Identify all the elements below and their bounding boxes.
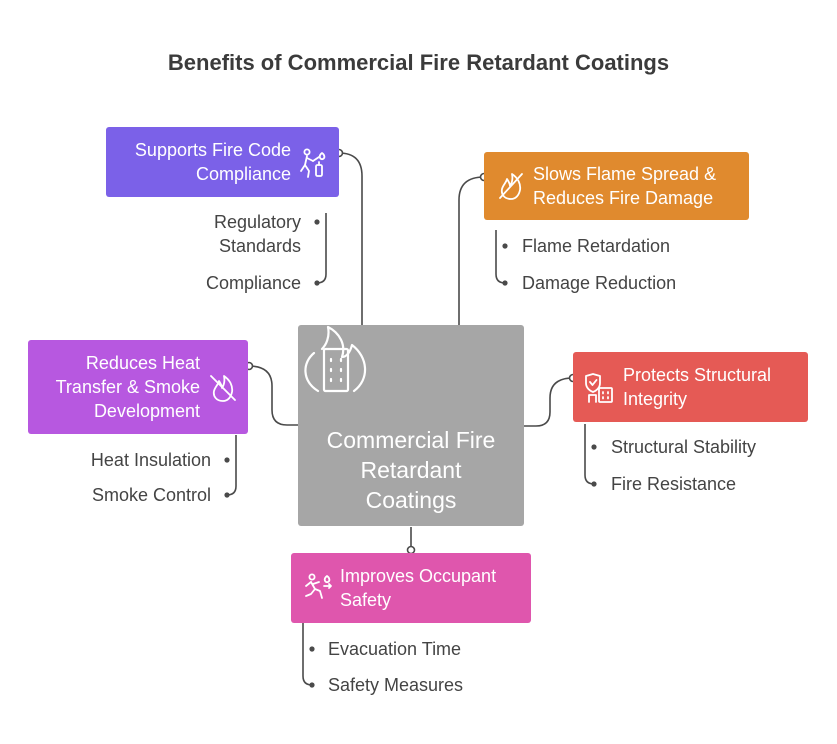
benefit-label-line: Supports Fire Code <box>134 140 291 160</box>
sub-item-safety-measures: Safety Measures <box>328 673 463 697</box>
connector-fire-code <box>338 152 363 325</box>
sub-item-heat-insulation: Heat Insulation <box>91 448 211 472</box>
central-topic-line: Commercial Fire <box>326 427 496 453</box>
benefit-label: Slows Flame Spread & Reduces Fire Damage <box>533 162 716 210</box>
evacuation-person-icon <box>305 573 332 599</box>
sub-item-line: Smoke Control <box>91 485 211 505</box>
benefit-label: Protects Structural Integrity <box>623 363 771 411</box>
central-topic-label: Commercial Fire Retardant Coatings <box>298 425 524 515</box>
benefit-label-line: Safety <box>340 590 392 610</box>
benefit-box-structural: Protects Structural Integrity <box>573 352 808 422</box>
fire-extinguisher-person-icon <box>300 148 326 178</box>
connector-flame-spread-children <box>495 230 506 284</box>
sub-item-line: Compliance <box>205 273 301 293</box>
connector-occupant-children <box>302 623 313 686</box>
benefit-label-line: Reduces Fire Damage <box>533 188 714 208</box>
sub-item-line: Standards <box>218 236 301 256</box>
bullet-dot <box>314 219 320 225</box>
benefit-box-occupant: Improves Occupant Safety <box>291 553 531 623</box>
benefit-label: Improves Occupant Safety <box>340 564 496 612</box>
bullet-dot <box>591 481 597 487</box>
bullet-dot <box>309 646 315 652</box>
benefit-box-fire-code: Supports Fire Code Compliance <box>106 127 339 197</box>
bullet-dot <box>224 492 230 498</box>
connector-structural-children <box>584 424 595 485</box>
bullet-dot <box>591 444 597 450</box>
sub-item-fire-resistance: Fire Resistance <box>611 472 736 496</box>
bullet-dot <box>314 280 320 286</box>
bullet-dot <box>224 457 230 463</box>
benefit-box-flame-spread: Slows Flame Spread & Reduces Fire Damage <box>484 152 749 220</box>
benefit-label: Reduces Heat Transfer & Smoke Developmen… <box>56 351 200 423</box>
central-topic-line: Retardant <box>360 457 462 483</box>
sub-item-regulatory-standards: Regulatory Standards <box>214 210 301 258</box>
benefit-box-heat-smoke: Reduces Heat Transfer & Smoke Developmen… <box>28 340 248 434</box>
central-topic-line: Coatings <box>365 487 457 513</box>
bullet-dot <box>502 243 508 249</box>
diagram-title: Benefits of Commercial Fire Retardant Co… <box>167 50 670 75</box>
benefit-label-line: Compliance <box>195 164 291 184</box>
sub-item-line: Fire Resistance <box>611 474 737 494</box>
connector-heat-smoke <box>248 365 298 426</box>
bullet-dot <box>502 280 508 286</box>
sub-item-line: Evacuation Time <box>328 639 462 659</box>
burning-building-icon <box>304 325 367 393</box>
connector-structural <box>524 377 574 427</box>
sub-item-line: Damage Reduction <box>522 273 677 293</box>
sub-item-smoke-control: Smoke Control <box>92 483 211 507</box>
connector-heat-smoke-children <box>226 435 237 496</box>
benefit-label-line: Improves Occupant <box>340 566 497 586</box>
sub-item-compliance: Compliance <box>206 271 301 295</box>
benefit-label-line: Integrity <box>623 389 688 409</box>
no-fire-icon <box>210 375 236 402</box>
sub-item-flame-retardation: Flame Retardation <box>522 234 670 258</box>
sub-item-line: Heat Insulation <box>90 450 211 470</box>
sub-item-damage-reduction: Damage Reduction <box>522 271 676 295</box>
no-flame-icon <box>499 173 523 200</box>
sub-item-line: Regulatory <box>213 212 301 232</box>
sub-item-line: Structural Stability <box>611 437 757 457</box>
benefit-label-line: Protects Structural <box>623 365 772 385</box>
sub-item-line: Flame Retardation <box>522 236 671 256</box>
benefit-label-line: Transfer & Smoke <box>55 377 200 397</box>
sub-item-evacuation-time: Evacuation Time <box>328 637 461 661</box>
central-topic-box: Commercial Fire Retardant Coatings <box>298 325 524 526</box>
benefit-label-line: Reduces Heat <box>85 353 200 373</box>
shield-building-icon <box>585 373 613 403</box>
connector-flame-spread <box>458 176 485 325</box>
benefit-label: Supports Fire Code Compliance <box>135 138 291 186</box>
sub-item-line: Safety Measures <box>328 675 464 695</box>
benefit-label-line: Slows Flame Spread & <box>533 164 717 184</box>
benefit-label-line: Development <box>93 401 200 421</box>
sub-item-structural-stability: Structural Stability <box>611 435 756 459</box>
bullet-dot <box>309 682 315 688</box>
